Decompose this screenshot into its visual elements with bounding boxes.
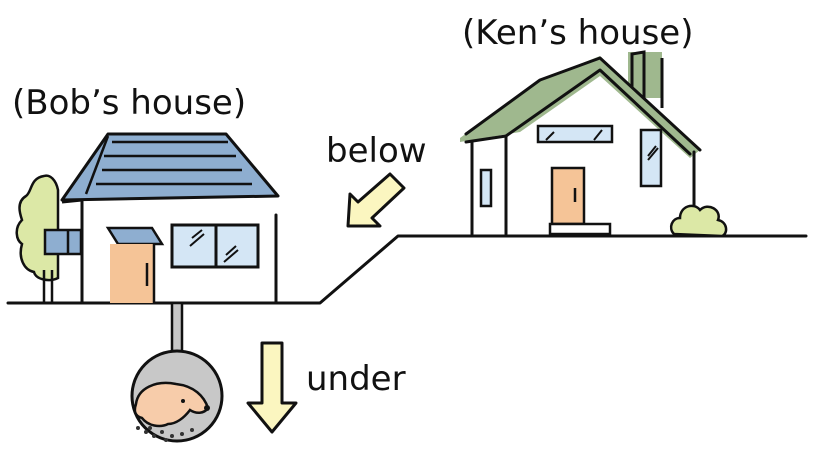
below-label: below xyxy=(326,131,427,171)
door-canopy xyxy=(105,226,165,246)
bob-house xyxy=(15,132,280,305)
ground-line xyxy=(6,234,808,305)
under-label: under xyxy=(306,359,406,399)
bush-icon xyxy=(669,204,728,238)
ken-house-label: (Ken’s house) xyxy=(462,13,693,53)
ken-window-top xyxy=(536,124,614,144)
bob-roof xyxy=(60,132,280,202)
arrow-down-left-icon xyxy=(346,172,406,228)
mole-icon xyxy=(133,381,210,428)
door-step xyxy=(548,222,612,236)
bob-house-label: (Bob’s house) xyxy=(12,83,246,123)
ken-door xyxy=(550,166,586,226)
mole-burrow xyxy=(130,301,224,443)
side-window xyxy=(43,228,83,256)
ken-window-side xyxy=(639,128,663,188)
ken-house xyxy=(460,50,728,238)
arrow-down-icon xyxy=(246,341,298,434)
